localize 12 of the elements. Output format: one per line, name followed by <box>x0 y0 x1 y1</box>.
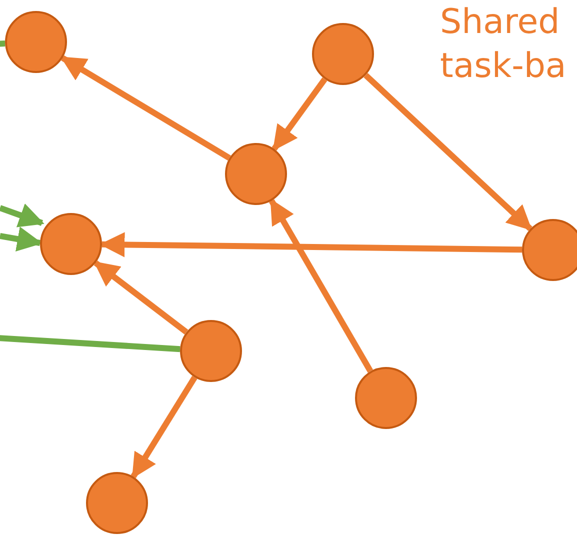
arrow <box>272 77 328 151</box>
arrow <box>60 55 231 161</box>
arrow <box>364 72 532 232</box>
arrow <box>0 226 42 252</box>
circle-node <box>522 219 577 281</box>
arrow <box>268 198 374 373</box>
circle-node <box>40 213 102 275</box>
arrow <box>94 260 188 335</box>
annotation-text: Shared task-ba <box>440 1 568 88</box>
arrow <box>130 376 198 479</box>
circle-node <box>225 143 287 205</box>
arrow <box>0 204 44 228</box>
